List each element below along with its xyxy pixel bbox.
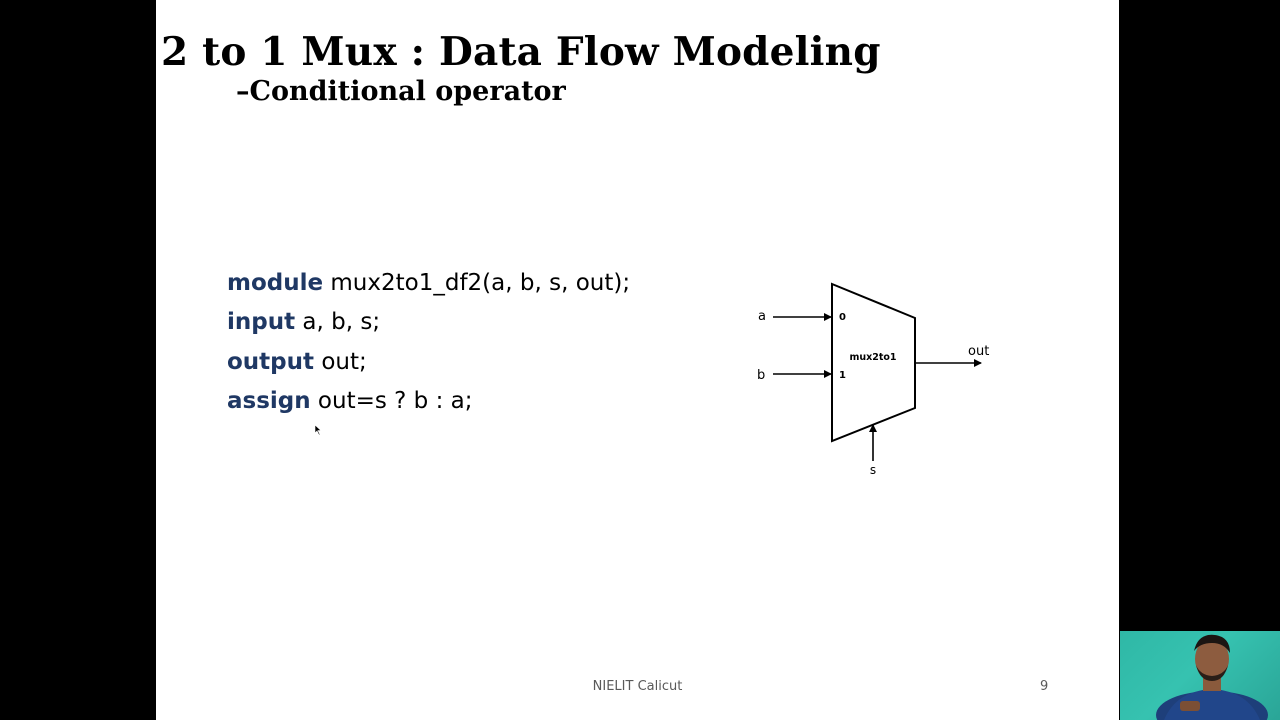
mux-block-diagram: a b 0 1 mux2to1 out s — [757, 282, 989, 477]
code-line-assign: assign out=s ? b : a; — [227, 382, 630, 421]
code-text: out; — [314, 348, 367, 375]
slide-page-number: 9 — [1040, 679, 1049, 694]
code-line-module: module mux2to1_df2(a, b, s, out); — [227, 264, 630, 303]
input-a-label: a — [758, 309, 766, 324]
code-text: a, b, s; — [295, 309, 381, 336]
code-keyword: output — [227, 348, 315, 375]
select-label: s — [870, 463, 876, 477]
slide-subtitle: –Conditional operator — [236, 76, 566, 107]
pin-0-label: 0 — [839, 312, 846, 323]
mux-block-label: mux2to1 — [849, 352, 896, 363]
presenter-webcam-icon — [1156, 634, 1268, 720]
presentation-slide: 2 to 1 Mux : Data Flow Modeling –Conditi… — [156, 0, 1119, 720]
presenter-webcam — [1120, 631, 1280, 720]
code-text: out=s ? b : a; — [310, 387, 473, 414]
mouse-pointer-icon — [315, 425, 322, 435]
slide-footer: NIELIT Calicut — [592, 679, 683, 694]
code-line-output: output out; — [227, 343, 630, 382]
code-text: mux2to1_df2(a, b, s, out); — [323, 270, 631, 296]
code-keyword: assign — [227, 387, 311, 414]
code-keyword: module — [227, 270, 324, 296]
verilog-code-block: module mux2to1_df2(a, b, s, out); input … — [227, 264, 630, 421]
input-b-label: b — [757, 368, 765, 383]
output-label: out — [968, 344, 989, 359]
code-keyword: input — [227, 309, 296, 336]
pin-1-label: 1 — [839, 370, 846, 381]
code-line-input: input a, b, s; — [227, 303, 630, 342]
slide-title: 2 to 1 Mux : Data Flow Modeling — [161, 29, 881, 75]
mux-trapezoid — [831, 282, 916, 443]
